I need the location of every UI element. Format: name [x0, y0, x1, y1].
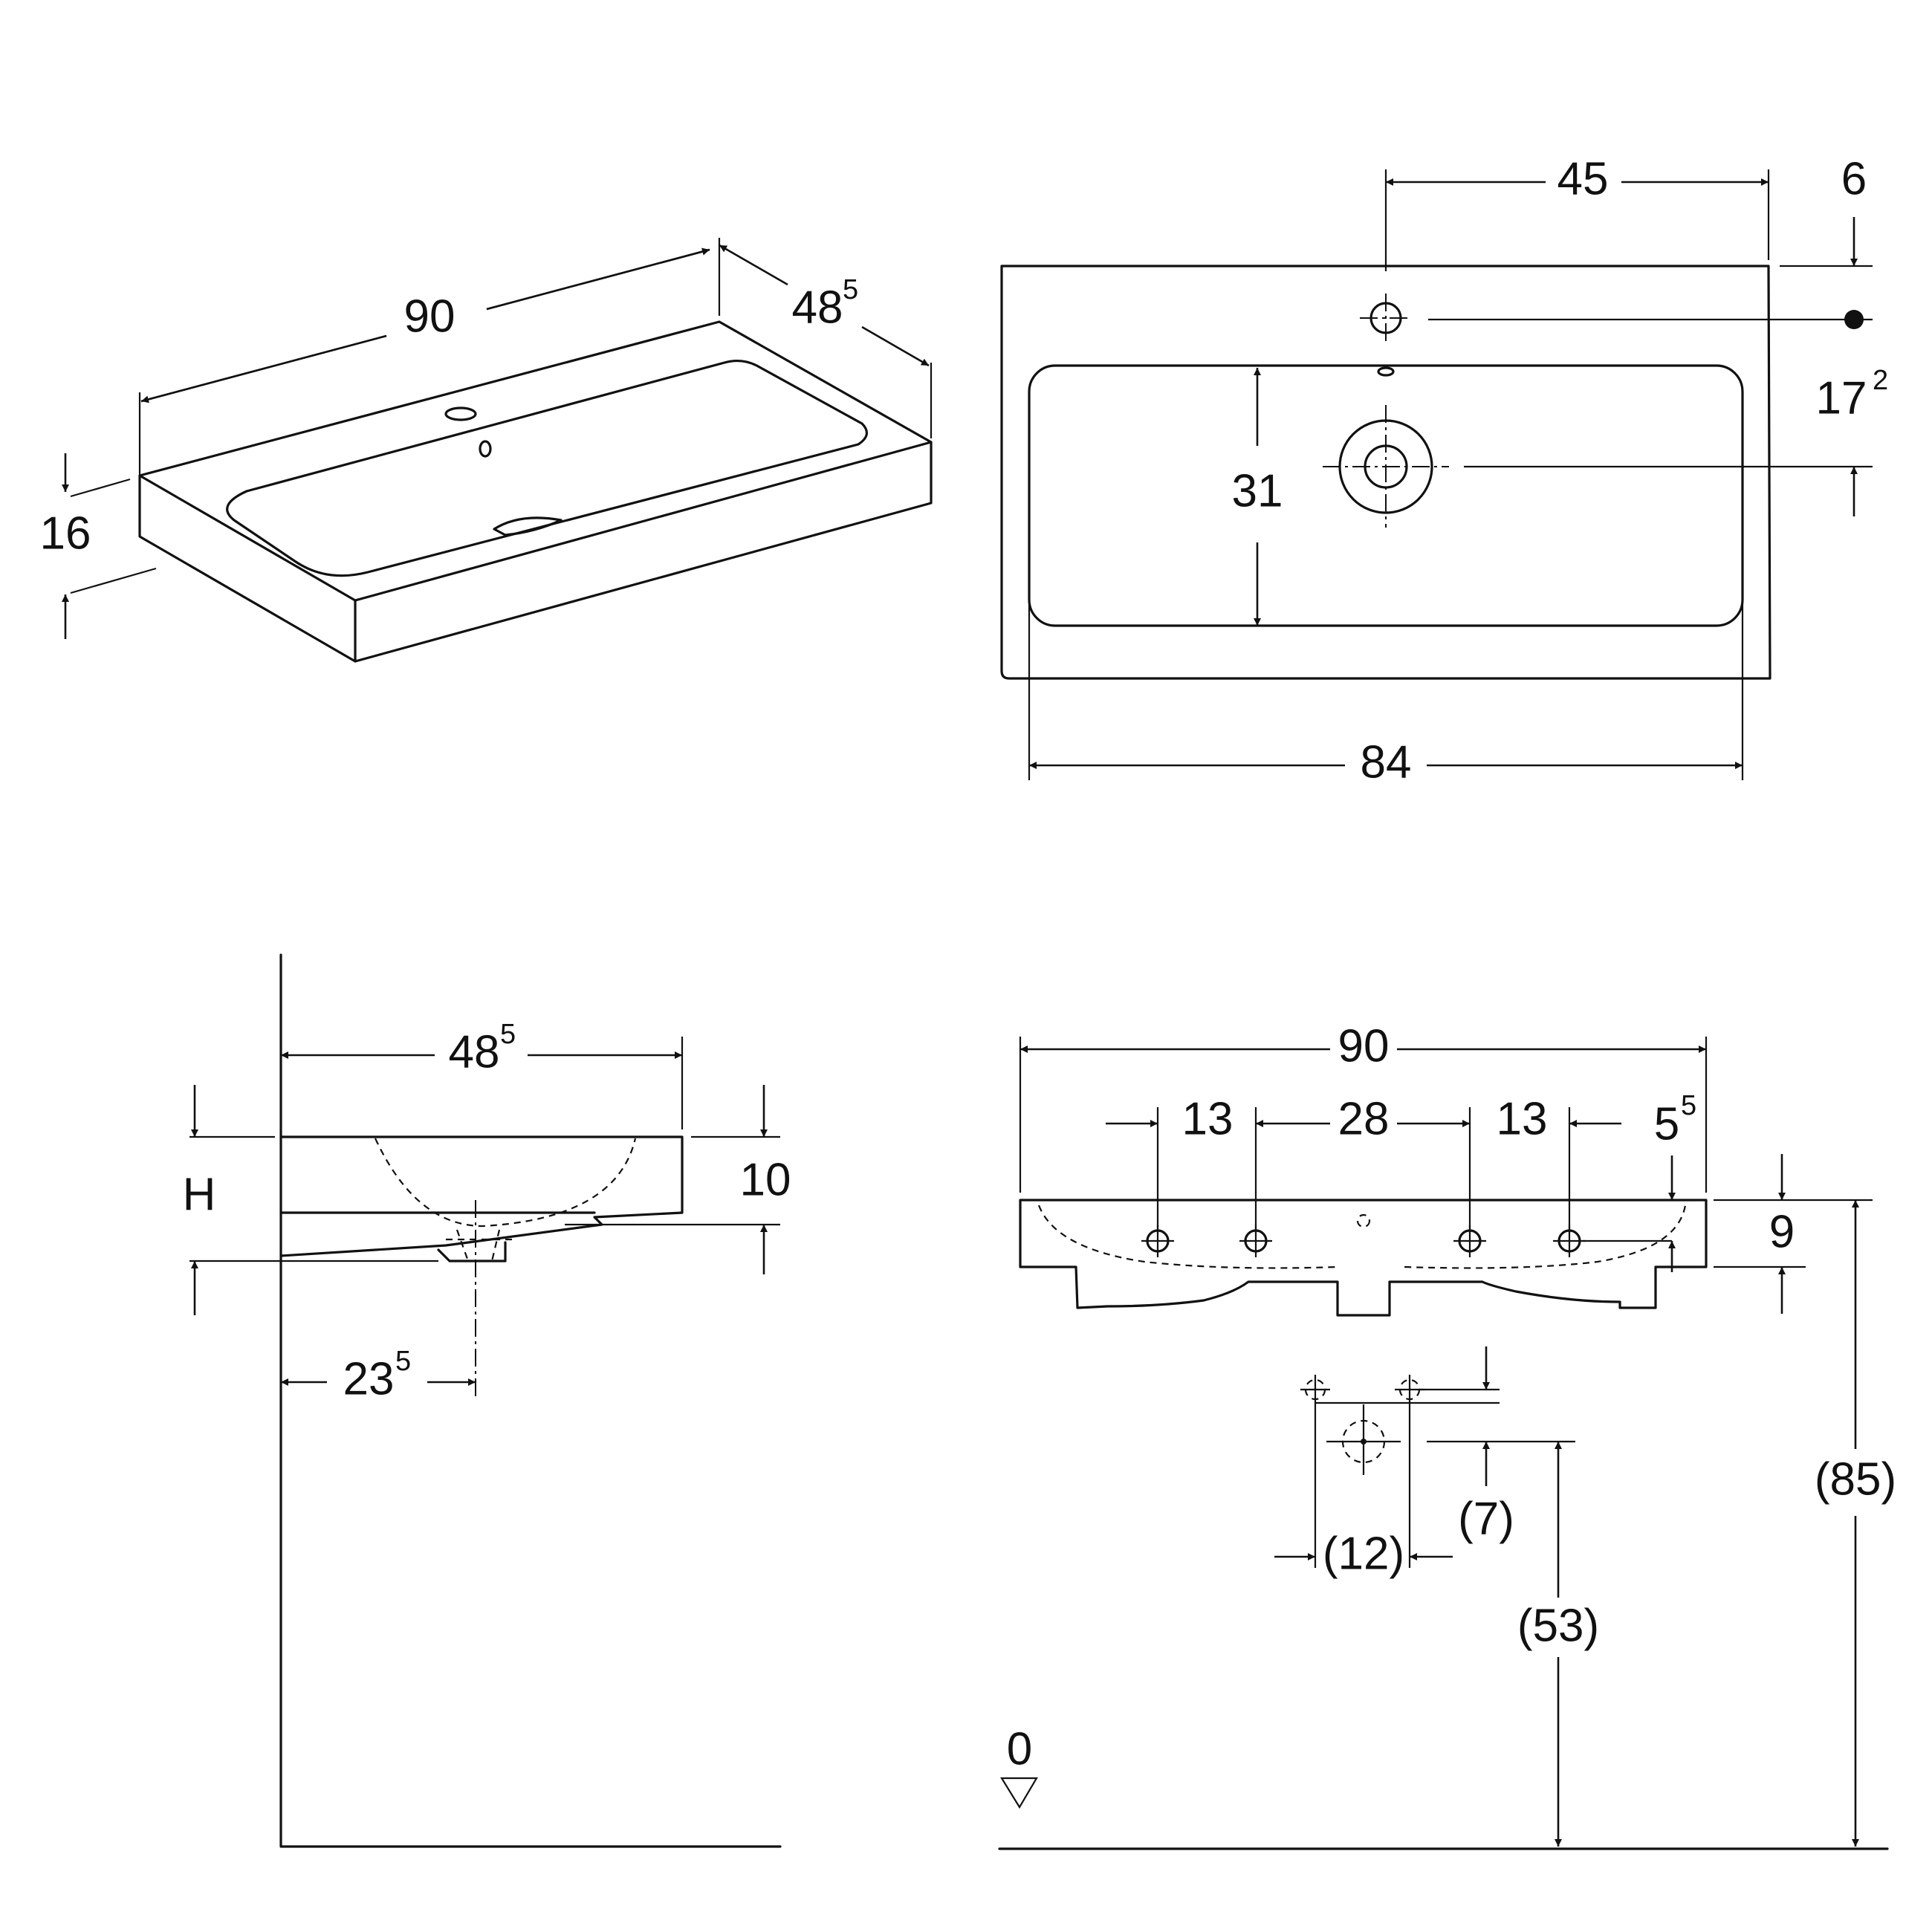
top-inner-width-label: 84 [1361, 736, 1412, 788]
front-rim-label: 9 [1769, 1206, 1795, 1257]
front-seg-c-label: 13 [1497, 1093, 1548, 1144]
front-total-height-label: (85) [1815, 1453, 1896, 1505]
side-depth-label: 48 [449, 1026, 500, 1077]
side-rim-height-label: 10 [740, 1154, 791, 1205]
supply-points [1300, 1375, 1424, 1475]
side-drain-superscript: 5 [395, 1346, 411, 1377]
tap-holes [1141, 1225, 1586, 1257]
side-h-label: H [183, 1169, 216, 1220]
iso-depth-superscript: 5 [843, 274, 858, 305]
front-drain-height-label: (53) [1517, 1600, 1599, 1651]
floor-level-label: 0 [1007, 1723, 1032, 1774]
top-edge-offset-label: 6 [1841, 153, 1867, 204]
front-edge-superscript: 5 [1681, 1090, 1696, 1121]
front-seg-b-label: 28 [1338, 1093, 1390, 1144]
floor-level-marker [1000, 1777, 1038, 1809]
iso-width-label: 90 [404, 291, 456, 342]
axis-reference-dot [1844, 310, 1864, 329]
front-edge-label: 5 [1654, 1098, 1679, 1150]
front-width-label: 90 [1338, 1020, 1390, 1072]
front-supply-spacing-label: (12) [1323, 1528, 1404, 1579]
front-supply-offset-label: (7) [1458, 1493, 1514, 1544]
front-view: 90 13 28 13 5 5 9 (7) (12) (53) (85) [998, 1020, 1896, 1850]
iso-height-label: 16 [40, 508, 91, 559]
front-seg-a-label: 13 [1182, 1093, 1234, 1144]
side-view: 48 5 H 10 23 5 [183, 953, 791, 1848]
top-axis-label: 17 [1816, 372, 1867, 424]
side-depth-superscript: 5 [500, 1019, 516, 1050]
iso-depth-label: 48 [792, 282, 843, 333]
side-drain-offset-label: 23 [343, 1353, 395, 1404]
top-axis-superscript: 2 [1873, 365, 1888, 396]
top-view: 45 6 31 17 2 84 [1000, 153, 1888, 788]
top-bowl-depth-label: 31 [1232, 465, 1283, 516]
isometric-view: 90 48 5 16 [40, 238, 933, 663]
top-tap-offset-label: 45 [1557, 153, 1609, 204]
